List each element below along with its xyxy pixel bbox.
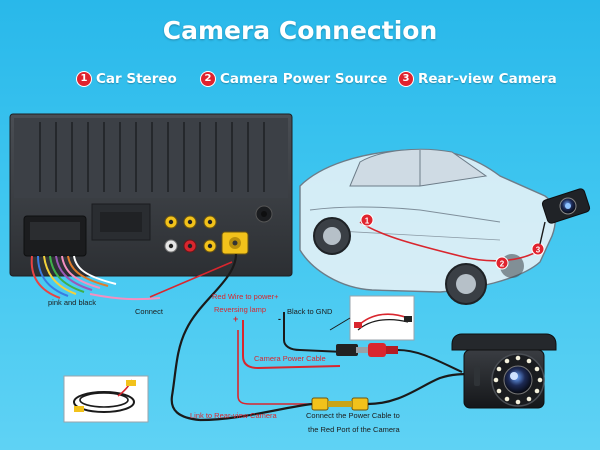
label-link-rearview: Link to Rear-view Camera <box>190 411 277 420</box>
legend-number: 1 <box>77 72 91 86</box>
label-plus-sign: + <box>233 314 239 324</box>
legend-label: Rear-view Camera <box>418 71 557 87</box>
label-minus-sign: - <box>278 314 281 324</box>
car-marker-3: 3 <box>536 246 541 255</box>
rca-joint <box>199 372 475 422</box>
legend-item-camera-power-source: 2 Camera Power Source <box>201 71 387 87</box>
connect-line <box>149 261 233 298</box>
legend-number: 3 <box>399 72 413 86</box>
legend-label: Car Stereo <box>96 71 177 87</box>
red-power-wire-2 <box>237 330 318 405</box>
harness-wires <box>30 255 117 299</box>
label-reversing-lamp: Reversing lamp <box>214 305 267 314</box>
label-red-wire: Red Wire to power+ <box>212 292 279 301</box>
power-cable-inset <box>329 295 415 341</box>
power-plug <box>336 343 463 373</box>
label-connect-power-2: the Red Port of the Camera <box>308 425 400 434</box>
small-camera <box>539 188 591 245</box>
video-cable <box>170 253 238 422</box>
ir-leds <box>493 355 543 405</box>
rear-view-camera <box>451 333 557 409</box>
car-stereo-unit <box>9 113 293 277</box>
cable-bundle-inset <box>63 375 149 423</box>
label-camera-power-cable: Camera Power Cable <box>254 354 326 363</box>
heatsink-fins <box>39 122 265 192</box>
label-connect-power-1: Connect the Power Cable to <box>306 411 400 420</box>
label-black-gnd: Black to GND <box>287 307 333 316</box>
legend-item-car-stereo: 1 Car Stereo <box>77 71 177 87</box>
car-marker-1: 1 <box>365 217 370 226</box>
label-connect: Connect <box>135 307 163 316</box>
pink-wire <box>89 293 161 301</box>
label-pink-black: pink and black <box>48 298 96 307</box>
car-illustration: 1 2 3 <box>299 148 557 305</box>
black-gnd-wire <box>283 312 345 353</box>
rca-jacks <box>164 215 217 253</box>
legend-item-rear-view-camera: 3 Rear-view Camera <box>399 71 557 87</box>
red-power-wire <box>242 320 341 370</box>
legend-number: 2 <box>201 72 215 86</box>
car-marker-2: 2 <box>500 260 505 269</box>
page-title: Camera Connection <box>162 16 438 45</box>
legend-label: Camera Power Source <box>220 71 388 87</box>
